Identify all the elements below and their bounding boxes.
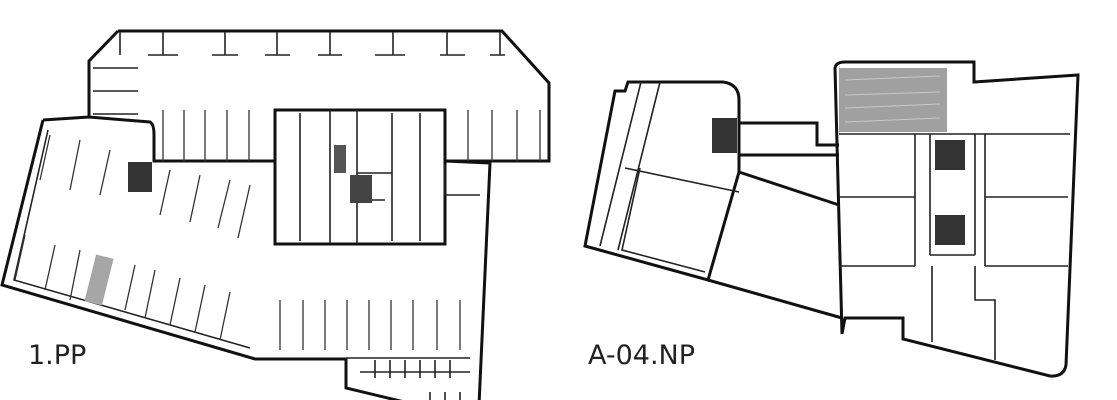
upper-wing-outline: [87, 29, 551, 163]
lower-stall-lines: [279, 300, 461, 350]
plan-1pp: 1.PP: [0, 29, 551, 400]
main-block-outline: [833, 60, 1080, 378]
plan-label-a04np: A-04.NP: [588, 340, 695, 371]
stair-tilted-block: [712, 118, 737, 153]
tilted-block-outline: [583, 80, 741, 282]
stair-core-lower: [935, 215, 965, 245]
upper-stall-marks: [93, 32, 505, 115]
plan-a04np: A-04.NP: [583, 60, 1080, 378]
tilted-wing-outline: [0, 115, 492, 400]
stair-core-center: [350, 175, 372, 203]
tilted-wing-inner-wall: [13, 129, 251, 349]
stair-core-upper: [935, 140, 965, 170]
stair-tilted-wing: [128, 162, 152, 192]
terrace-hatch: [844, 75, 941, 123]
tilted-stall-lines: [14, 134, 251, 341]
stair-core-left: [334, 145, 346, 173]
mid-stall-lines: [162, 110, 541, 161]
lower-service-rooms: [346, 165, 480, 400]
main-block-interior-walls: [839, 133, 1070, 360]
tilted-block-inner-walls: [599, 81, 740, 273]
plan-label-1pp: 1.PP: [28, 340, 86, 371]
highlighted-parking-stall: [84, 254, 114, 306]
connector-walls: [707, 121, 843, 320]
